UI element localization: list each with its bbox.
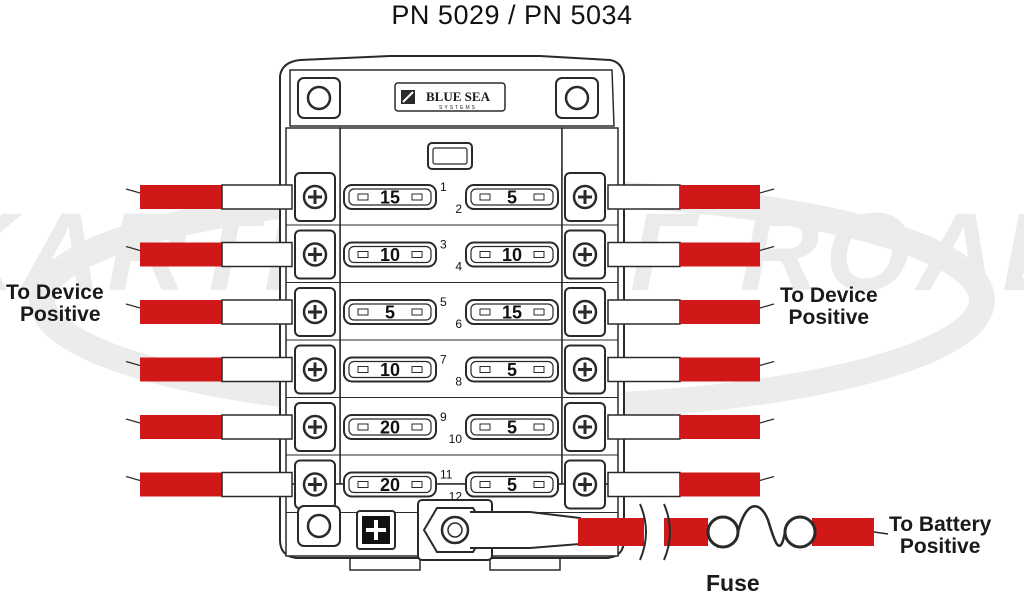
terminal-screw-icon xyxy=(564,172,606,222)
fuse-rating: 5 xyxy=(507,360,517,380)
fuse-10: 5 xyxy=(465,414,559,440)
fuse-position-number: 1 xyxy=(440,180,447,194)
terminal-screw-icon xyxy=(564,229,606,280)
svg-text:BLUE SEA: BLUE SEA xyxy=(426,89,491,104)
fuse-position-number: 4 xyxy=(455,260,462,274)
terminal-screw-icon xyxy=(564,459,606,510)
svg-text:SYSTEMS: SYSTEMS xyxy=(439,105,477,111)
fuse-4: 10 xyxy=(465,241,559,268)
wire-left-3 xyxy=(125,299,293,325)
fuse-5: 5 xyxy=(343,299,437,325)
fuse-2: 5 xyxy=(465,184,559,210)
right-label-line2: Positive xyxy=(788,306,870,329)
right-label-line1: To Device xyxy=(780,284,878,307)
terminal-screw-icon xyxy=(564,402,606,452)
battery-label-line1: To Battery xyxy=(889,513,992,536)
ring-terminal-icon xyxy=(470,511,581,549)
wire-left-4 xyxy=(125,356,293,383)
wire-left-6 xyxy=(125,471,293,498)
wire-left-5 xyxy=(125,414,293,440)
positive-plus-icon xyxy=(356,510,396,550)
fuse-symbol-icon xyxy=(706,505,817,549)
fuse-3: 10 xyxy=(343,241,437,268)
fuse-position-number: 9 xyxy=(440,410,447,424)
wire-right-6 xyxy=(607,471,775,498)
fuse-position-number: 6 xyxy=(455,317,462,331)
mount-hole-top-left xyxy=(297,77,341,119)
fuse-position-number: 3 xyxy=(440,238,447,252)
fuse-position-number: 2 xyxy=(455,202,462,216)
wire-right-2 xyxy=(607,241,775,268)
fuse-rating: 10 xyxy=(380,245,400,265)
wire-right-1 xyxy=(607,184,775,210)
wire-right-4 xyxy=(607,356,775,383)
terminal-screw-icon xyxy=(294,172,336,222)
mount-hole-top-right xyxy=(555,77,599,119)
fuse-9: 20 xyxy=(343,414,437,440)
fuse-rating: 5 xyxy=(507,188,517,208)
fuse-rating: 10 xyxy=(380,360,400,380)
fuse-position-number: 8 xyxy=(455,375,462,389)
fuse-12: 5 xyxy=(465,471,559,498)
left-device-label: To Device Positive xyxy=(6,282,104,326)
right-device-label: To Device Positive xyxy=(780,285,878,329)
terminal-screw-icon xyxy=(294,459,336,510)
fuse-position-number: 10 xyxy=(449,432,463,446)
fuse-position-number: 5 xyxy=(440,295,447,309)
fuse-rating: 15 xyxy=(380,188,400,208)
wire-right-3 xyxy=(607,299,775,325)
terminal-screw-icon xyxy=(294,402,336,452)
wire-left-1 xyxy=(125,184,293,210)
terminal-screw-icon xyxy=(294,287,336,337)
page-title: PN 5029 / PN 5034 xyxy=(391,0,633,30)
terminal-screw-icon xyxy=(564,344,606,395)
fuse-1: 15 xyxy=(343,184,437,210)
fuse-rating: 5 xyxy=(507,475,517,495)
terminal-screw-icon xyxy=(294,344,336,395)
fuse-rating: 20 xyxy=(380,475,400,495)
fuse-position-number: 7 xyxy=(440,353,447,367)
brand-logo: BLUE SEA SYSTEMS xyxy=(394,82,506,112)
terminal-screw-icon xyxy=(294,229,336,280)
fuse-rating: 10 xyxy=(502,245,522,265)
battery-wire xyxy=(578,503,889,561)
wire-left-2 xyxy=(125,241,293,268)
terminal-screw-icon xyxy=(564,287,606,337)
fuse-rating: 15 xyxy=(502,303,522,323)
wire-right-5 xyxy=(607,414,775,440)
fuse-7: 10 xyxy=(343,356,437,383)
fuse-label: Fuse xyxy=(706,570,760,596)
mount-hole-bottom-left xyxy=(297,505,341,547)
battery-label: To Battery Positive xyxy=(889,514,991,558)
fuse-6: 15 xyxy=(465,299,559,325)
fuse-8: 5 xyxy=(465,356,559,383)
left-label-line1: To Device xyxy=(6,281,104,304)
left-label-line2: Positive xyxy=(20,303,101,326)
fuse-rating: 5 xyxy=(507,418,517,438)
fuse-rating: 20 xyxy=(380,418,400,438)
fuse-position-number: 11 xyxy=(440,468,453,482)
fuse-11: 20 xyxy=(343,471,437,498)
battery-label-line2: Positive xyxy=(899,535,981,558)
fuse-rating: 5 xyxy=(385,303,395,323)
